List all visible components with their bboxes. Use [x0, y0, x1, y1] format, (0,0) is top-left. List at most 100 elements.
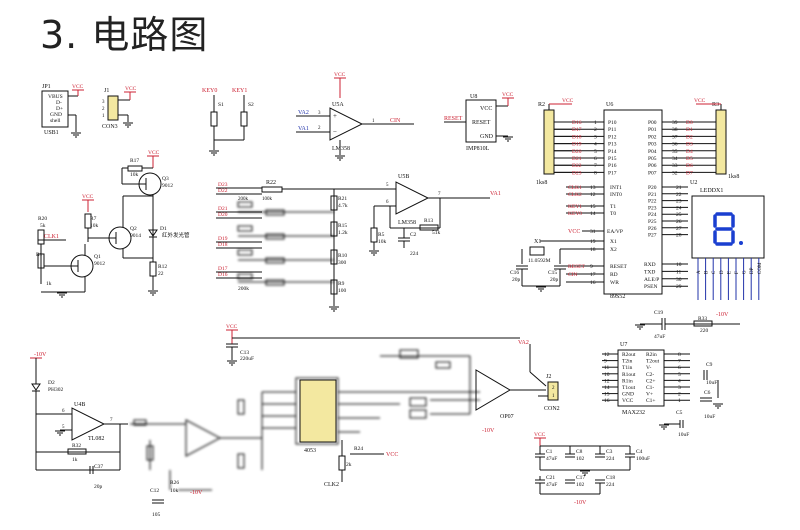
- svg-text:R17: R17: [130, 158, 139, 164]
- svg-text:C15: C15: [548, 270, 557, 276]
- max232-pin-name: R1out: [622, 372, 636, 378]
- svg-text:shell: shell: [50, 118, 61, 124]
- svg-text:U5B: U5B: [398, 174, 409, 180]
- svg-text:VCC: VCC: [148, 150, 160, 156]
- svg-text:224: 224: [606, 456, 615, 462]
- max232-pin-name: R2in: [646, 352, 657, 358]
- svg-text:IMP810L: IMP810L: [466, 146, 490, 152]
- u6-pin-number: 5: [594, 149, 597, 155]
- max232-pin-number: 14: [604, 385, 610, 391]
- u6-pin-name: P13: [608, 142, 617, 148]
- u6-pin-number: 6: [594, 156, 597, 162]
- ladder-net-label: D17: [218, 266, 228, 272]
- u6-pin-number: 8: [594, 170, 597, 176]
- con2-header: J2 2 1 CON2: [529, 371, 560, 412]
- u6-net-label: D3: [686, 142, 693, 148]
- max232-pin-name: T2out: [646, 359, 660, 365]
- max232-pin-number: 16: [604, 398, 610, 404]
- svg-text:EA/VP: EA/VP: [607, 229, 623, 235]
- svg-text:1k: 1k: [46, 281, 52, 287]
- svg-text:JP1: JP1: [42, 84, 51, 90]
- ladder-net-label: D18: [218, 242, 228, 248]
- u6-pin-name: WR: [610, 280, 619, 286]
- max232-pin-name: R2out: [622, 352, 636, 358]
- svg-text:VCC: VCC: [694, 98, 706, 104]
- svg-text:R15: R15: [338, 223, 347, 229]
- u6-pin-name: P25: [648, 219, 657, 225]
- analog-switch-section: VCC C13 220uF VA2: [130, 324, 546, 518]
- svg-text:R12: R12: [158, 264, 167, 270]
- svg-text:KEY1: KEY1: [232, 88, 247, 94]
- svg-text:C18: C18: [606, 475, 615, 481]
- u6-pin-name: T1: [610, 204, 616, 210]
- svg-text:4.7k: 4.7k: [338, 203, 348, 209]
- u6-pin-name: P20: [648, 185, 657, 191]
- svg-text:PH302: PH302: [48, 387, 64, 393]
- u6-pin-name: P14: [608, 149, 617, 155]
- u6-pin-name: INT0: [610, 192, 622, 198]
- u6-net-label: D19: [572, 142, 582, 148]
- svg-text:89S52: 89S52: [610, 294, 625, 300]
- svg-text:C6: C6: [704, 390, 711, 396]
- svg-text:R21: R21: [338, 196, 347, 202]
- u6-pin-name: P27: [648, 233, 657, 239]
- svg-text:1: 1: [552, 394, 555, 399]
- u6-pin-number: 12: [590, 192, 596, 198]
- svg-text:10uF: 10uF: [706, 380, 717, 386]
- u6-pin-number: 16: [590, 280, 596, 286]
- svg-text:-10V: -10V: [482, 428, 495, 434]
- max232-pin-number: 9: [604, 359, 607, 365]
- u6-pin-number: 21: [676, 185, 682, 191]
- con3-header: J1 3 2 1 VCC CON3: [102, 86, 137, 130]
- svg-text:22: 22: [158, 271, 164, 277]
- svg-text:GND: GND: [480, 134, 494, 140]
- svg-text:R32: R32: [72, 443, 81, 449]
- u6-pin-name: P21: [648, 192, 657, 198]
- svg-text:C19: C19: [654, 310, 663, 316]
- svg-text:D+: D+: [56, 106, 63, 112]
- u2-segment-label: COM: [758, 262, 763, 274]
- svg-text:X1: X1: [610, 239, 617, 245]
- u2-segment-label: D: [720, 270, 725, 274]
- u6-pin-number: 23: [676, 199, 682, 205]
- u6-net-label: D0: [686, 120, 693, 126]
- u6-pin-number: 7: [594, 163, 597, 169]
- u6-pin-number: 24: [676, 205, 682, 211]
- svg-text:220: 220: [700, 328, 709, 334]
- u2-segment-label: F: [735, 271, 740, 274]
- svg-text:3: 3: [102, 100, 105, 105]
- svg-text:VCC: VCC: [125, 86, 137, 92]
- u6-pin-number: 32: [672, 170, 678, 176]
- svg-text:VCC: VCC: [562, 98, 574, 104]
- svg-text:D2: D2: [48, 380, 55, 386]
- u2-segment-label: B: [705, 270, 710, 274]
- u6-pin-name: P00: [648, 120, 657, 126]
- u6-pin-number: 38: [672, 127, 678, 133]
- svg-text:Q3: Q3: [162, 176, 169, 182]
- svg-text:USB1: USB1: [44, 130, 59, 136]
- max232-pin-name: V-: [646, 365, 651, 371]
- svg-text:VBUS: VBUS: [48, 94, 63, 100]
- svg-text:224: 224: [410, 251, 419, 257]
- svg-text:C4: C4: [636, 449, 643, 455]
- svg-text:J2: J2: [546, 374, 551, 380]
- svg-text:VA1: VA1: [298, 126, 309, 132]
- max232-pin-name: T2in: [622, 359, 633, 365]
- u6-pin-number: 4: [594, 142, 597, 148]
- ladder-net-label: D22: [218, 188, 228, 194]
- u6-pin-number: 27: [676, 226, 682, 232]
- u6-net-label: D16: [572, 120, 582, 126]
- svg-text:VCC: VCC: [82, 194, 94, 200]
- u6-net-label: D20: [572, 149, 582, 155]
- max232-pin-number: 15: [604, 392, 610, 398]
- svg-text:VA1: VA1: [490, 191, 501, 197]
- svg-text:102: 102: [576, 456, 585, 462]
- svg-text:4053: 4053: [304, 448, 316, 454]
- svg-text:11.0592M: 11.0592M: [528, 258, 551, 264]
- svg-text:-10V: -10V: [190, 490, 203, 496]
- max232-pin-number: 10: [604, 372, 610, 378]
- max232-pin-name: C1-: [646, 385, 654, 391]
- max232-pin-number: 6: [678, 365, 681, 371]
